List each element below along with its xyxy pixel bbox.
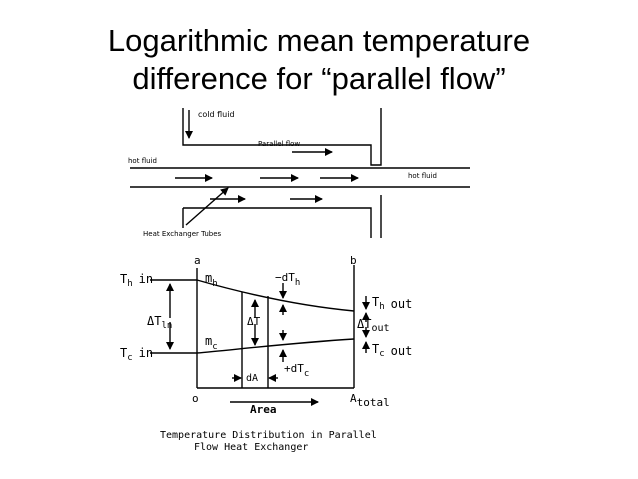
hot-fluid-curve: [196, 279, 355, 312]
slide-title-line1: Logarithmic mean temperature: [107, 23, 531, 58]
dt-out-label: ΔTout: [357, 317, 390, 334]
dt-ln-label: ΔTln: [147, 314, 172, 331]
cold-fluid-label: cold fluid: [198, 110, 235, 119]
mh-label: mh: [205, 271, 218, 289]
parallel-flow-label: Parallel flow: [258, 140, 300, 148]
tubes-label: Heat Exchanger Tubes: [143, 230, 222, 238]
mc-label: mc: [205, 334, 218, 352]
cold-fluid-curve: [196, 338, 355, 354]
plus-dtc-label: +dTc: [284, 362, 309, 379]
delta-t-label: ΔT: [247, 315, 261, 328]
point-a: a: [194, 254, 201, 267]
temperature-plot: [150, 265, 370, 406]
point-o: o: [192, 392, 199, 405]
da-label: dA: [246, 373, 258, 384]
caption-line1: Temperature Distribution in Parallel: [160, 430, 377, 441]
exchanger-schematic: [130, 108, 470, 238]
area-label: Area: [250, 403, 277, 416]
caption-line2: Flow Heat Exchanger: [194, 442, 308, 453]
shell-bottom: [182, 195, 382, 238]
a-total-label: Atotal: [350, 392, 390, 409]
hot-fluid-out-label: hot fluid: [408, 172, 437, 180]
tubes-pointer: [185, 187, 229, 226]
shell-outline: [182, 108, 382, 166]
slide-title-line2: difference for “parallel flow”: [132, 61, 506, 96]
point-b: b: [350, 254, 357, 267]
minus-dth-label: −dTh: [275, 271, 300, 288]
hot-fluid-in-label: hot fluid: [128, 157, 157, 165]
